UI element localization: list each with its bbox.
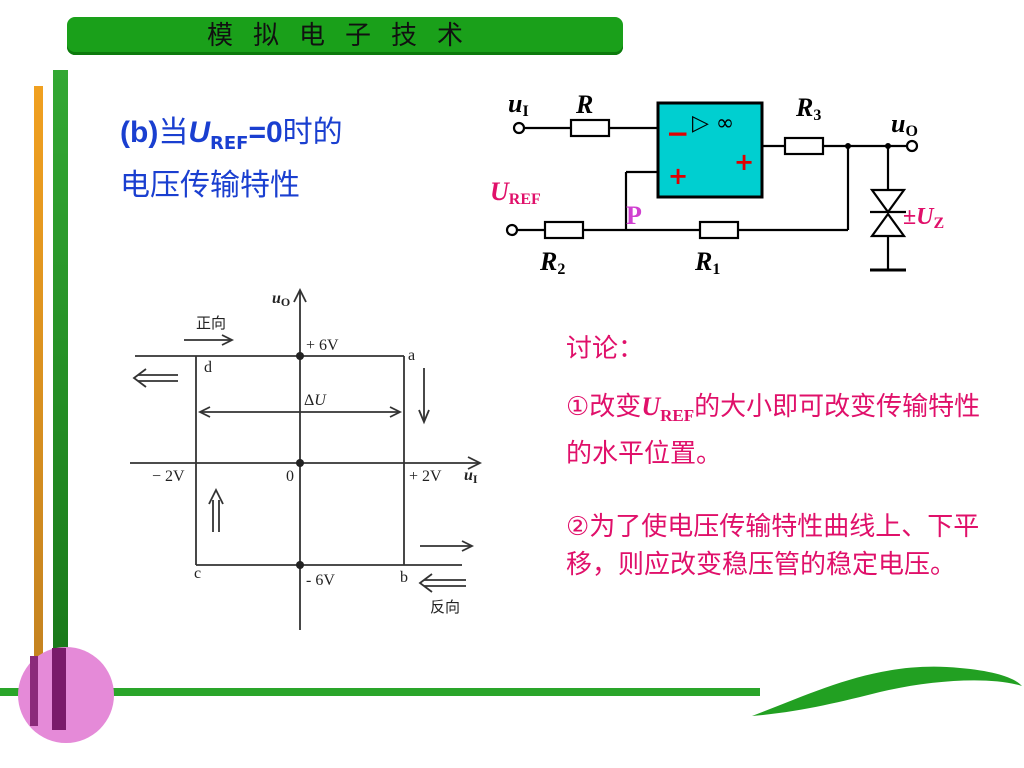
bottom-decor-line xyxy=(0,688,760,696)
label-uref: UREF xyxy=(490,177,541,208)
point-1-sub: REF xyxy=(660,406,695,426)
label-delta-u: ΔU xyxy=(304,392,327,409)
heading-u-sub: REF xyxy=(209,133,249,154)
dot-plus6 xyxy=(296,352,304,360)
node-dot-out xyxy=(845,143,851,149)
discussion-point-1: ①改变UREF的大小即可改变传输特性的水平位置。 xyxy=(566,388,996,473)
dot-origin xyxy=(296,459,304,467)
point-1-rest: 的大小即可改变传输特性的水平位置。 xyxy=(566,392,981,470)
left-decor-bar-green xyxy=(53,70,68,650)
node-dot-zener xyxy=(885,143,891,149)
graph-x-label: uI xyxy=(464,467,478,486)
corner-bar-2 xyxy=(52,648,66,730)
point-1-u: U xyxy=(641,392,661,421)
page-title: 模拟电子技术 xyxy=(206,21,483,51)
label-r1: R1 xyxy=(694,247,720,278)
heading-line-1: (b)当UREF=0时的 xyxy=(120,112,343,165)
opamp-box xyxy=(656,101,764,199)
opamp-plus-in: + xyxy=(668,162,688,190)
point-d: d xyxy=(204,359,212,376)
heading-cn1: 当 xyxy=(158,115,189,150)
label-minus6: - 6V xyxy=(306,572,335,589)
label-node-p: P xyxy=(626,201,642,230)
point-b: b xyxy=(400,569,408,586)
label-r: R xyxy=(575,90,593,119)
heading-u: U xyxy=(188,116,210,149)
dot-minus6 xyxy=(296,561,304,569)
zener-upper xyxy=(869,188,907,214)
point-a: a xyxy=(408,347,415,364)
label-r2: R2 xyxy=(539,247,565,278)
point-c: c xyxy=(194,565,201,582)
left-decor-bar-orange xyxy=(34,86,43,726)
label-ui: uI xyxy=(508,89,529,120)
label-forward: 正向 xyxy=(196,314,226,332)
label-uo: uO xyxy=(891,109,918,140)
label-minus2: − 2V xyxy=(152,468,185,485)
point-1-prefix: ①改变 xyxy=(566,392,642,422)
opamp-symbol: ▷ ∞ xyxy=(692,111,734,136)
graph-y-label: uO xyxy=(272,290,290,309)
heading-line-2: 电压传输特性 xyxy=(120,168,300,203)
label-plus2: + 2V xyxy=(409,468,442,485)
opamp-minus: − xyxy=(666,117,689,150)
discussion-title: 讨论： xyxy=(566,334,645,364)
label-plus6: + 6V xyxy=(306,337,339,354)
label-r3: R3 xyxy=(795,93,821,124)
corner-bar-1 xyxy=(30,656,38,726)
label-origin: 0 xyxy=(286,468,294,485)
bottom-right-swoosh xyxy=(752,666,1022,716)
label-uz: ±UZ xyxy=(903,204,944,232)
heading-eq: =0 xyxy=(248,116,283,149)
discussion-point-2: ②为了使电压传输特性曲线上、下平移，则应改变稳压管的稳定电压。 xyxy=(566,512,980,580)
header-bar xyxy=(67,17,623,55)
output-terminal xyxy=(905,139,919,153)
opamp-plus-out: + xyxy=(734,148,754,176)
heading-prefix: (b) xyxy=(120,116,159,149)
heading-cn2: 时的 xyxy=(282,115,343,150)
label-reverse: 反向 xyxy=(430,598,460,616)
section-heading: (b)当UREF=0时的 电压传输特性 xyxy=(120,112,343,207)
